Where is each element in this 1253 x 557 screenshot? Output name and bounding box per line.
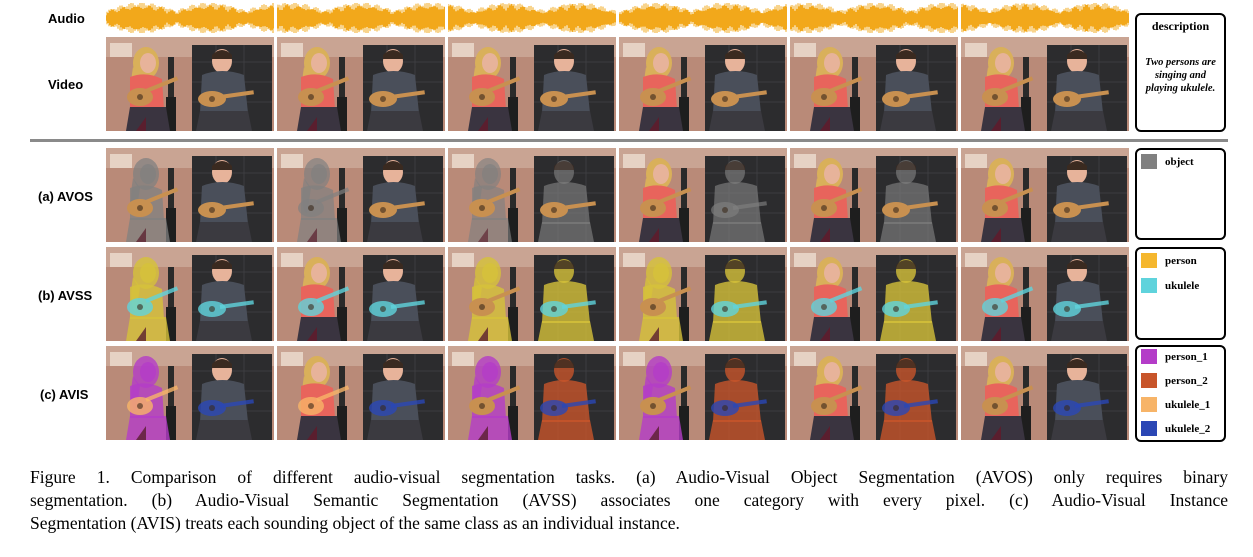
avos-frame: [961, 148, 1129, 242]
legend-item: object: [1141, 154, 1194, 169]
waveform-segment: [448, 3, 616, 33]
avss-frame: [619, 247, 787, 341]
avis-row-label: (c) AVIS: [40, 387, 89, 402]
avss-frame: [277, 247, 445, 341]
legend-label: ukulele_2: [1165, 422, 1211, 435]
description-box: description Two persons are singing and …: [1135, 13, 1226, 132]
caption-line-1: Figure 1. Comparison of different audio-…: [30, 467, 1228, 487]
avis-frame: [448, 346, 616, 440]
video-frame: [790, 37, 958, 131]
legend-item: person_1: [1141, 349, 1208, 364]
avis-frame: [106, 346, 274, 440]
waveform-segment: [106, 3, 274, 33]
legend-swatch: [1141, 397, 1157, 412]
figure-caption: Figure 1. Comparison of different audio-…: [30, 466, 1228, 535]
caption-line-2: segmentation. (b) Audio-Visual Semantic …: [30, 490, 1228, 510]
legend-label: person_2: [1165, 374, 1208, 387]
legend-swatch: [1141, 421, 1157, 436]
avos-frame: [448, 148, 616, 242]
legend-label: person_1: [1165, 350, 1208, 363]
legend-item: person: [1141, 253, 1197, 268]
waveform-segment: [790, 3, 958, 33]
avss-legend-box: person ukulele: [1135, 247, 1226, 340]
avos-legend-box: object: [1135, 148, 1226, 240]
avss-frame: [961, 247, 1129, 341]
waveform-segment: [619, 3, 787, 33]
video-frame: [448, 37, 616, 131]
legend-label: ukulele: [1165, 279, 1200, 292]
avos-row-label: (a) AVOS: [38, 189, 93, 204]
waveform-segment: [277, 3, 445, 33]
avos-frame: [619, 148, 787, 242]
video-row-label: Video: [48, 77, 84, 92]
video-frame: [619, 37, 787, 131]
legend-label: ukulele_1: [1165, 398, 1211, 411]
video-frame: [961, 37, 1129, 131]
description-title: description: [1151, 19, 1210, 33]
avis-frame: [619, 346, 787, 440]
avos-frame: [790, 148, 958, 242]
video-frame: [277, 37, 445, 131]
legend-swatch: [1141, 154, 1157, 169]
legend-item: ukulele: [1141, 278, 1199, 293]
caption-line-3: Segmentation (AVIS) treats each sounding…: [30, 513, 680, 533]
audio-row-label: Audio: [48, 11, 85, 26]
legend-label: person: [1165, 254, 1197, 267]
avis-frame: [961, 346, 1129, 440]
video-frame: [106, 37, 274, 131]
legend-swatch: [1141, 253, 1157, 268]
legend-item: person_2: [1141, 373, 1208, 388]
legend-swatch: [1141, 278, 1157, 293]
legend-swatch: [1141, 373, 1157, 388]
description-text: Two persons are singing and playing ukul…: [1145, 57, 1216, 94]
avos-frame: [106, 148, 274, 242]
avss-frame: [790, 247, 958, 341]
avss-frame: [448, 247, 616, 341]
avos-frame: [277, 148, 445, 242]
legend-item: ukulele_1: [1141, 397, 1210, 412]
legend-label: object: [1165, 155, 1194, 168]
section-divider: [30, 139, 1228, 142]
legend-item: ukulele_2: [1141, 421, 1210, 436]
avis-frame: [277, 346, 445, 440]
avss-row-label: (b) AVSS: [38, 288, 93, 303]
avis-frame: [790, 346, 958, 440]
avss-frame: [106, 247, 274, 341]
legend-swatch: [1141, 349, 1157, 364]
avis-legend-box: person_1 person_2 ukulele_1 ukulele_2: [1135, 345, 1226, 442]
waveform-segment: [961, 3, 1129, 33]
